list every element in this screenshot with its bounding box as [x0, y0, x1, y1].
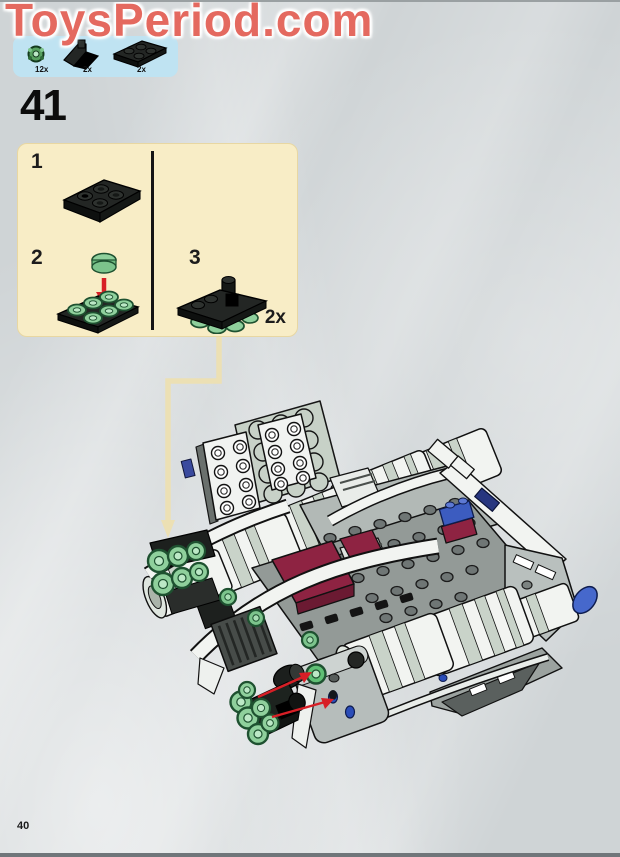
substep-1-number: 1: [31, 150, 43, 173]
substep-3-number: 3: [189, 246, 201, 269]
assembly-arrows: [257, 672, 334, 719]
floating-assembly: [229, 680, 306, 746]
leader-line: [161, 336, 222, 538]
substep-2-art: [56, 252, 140, 334]
assembly-quantity-label: 2x: [264, 307, 286, 328]
part-qty-3: 2x: [137, 65, 146, 74]
subassembly-panel: 1 2 3: [17, 143, 298, 337]
hull-underside: [350, 647, 563, 732]
substep-3-art: [175, 276, 269, 334]
page-number: 40: [17, 820, 30, 832]
substep-2-number: 2: [31, 246, 43, 269]
blue-cone: [572, 585, 598, 615]
step-number: 41: [20, 81, 67, 130]
blue-brick: [438, 487, 501, 544]
panel-divider: [151, 151, 154, 330]
attachment-point: [272, 663, 337, 749]
part-qty-1: 12x: [35, 65, 49, 74]
parts-callout: 12x 2x 2x: [13, 36, 178, 77]
watermark: ToysPeriod.com: [5, 0, 374, 46]
lego-model: [142, 400, 598, 749]
green-round-plates: [218, 587, 320, 650]
attached-assembly-left: [146, 529, 216, 597]
substep-1-art: [62, 179, 142, 223]
part-qty-2: 2x: [83, 65, 92, 74]
black-slope-brick-icon: [63, 39, 100, 70]
white-stud-panels: [202, 413, 317, 521]
black-plate-2x3-icon: [112, 40, 168, 68]
green-round-plate-icon: [27, 45, 45, 63]
